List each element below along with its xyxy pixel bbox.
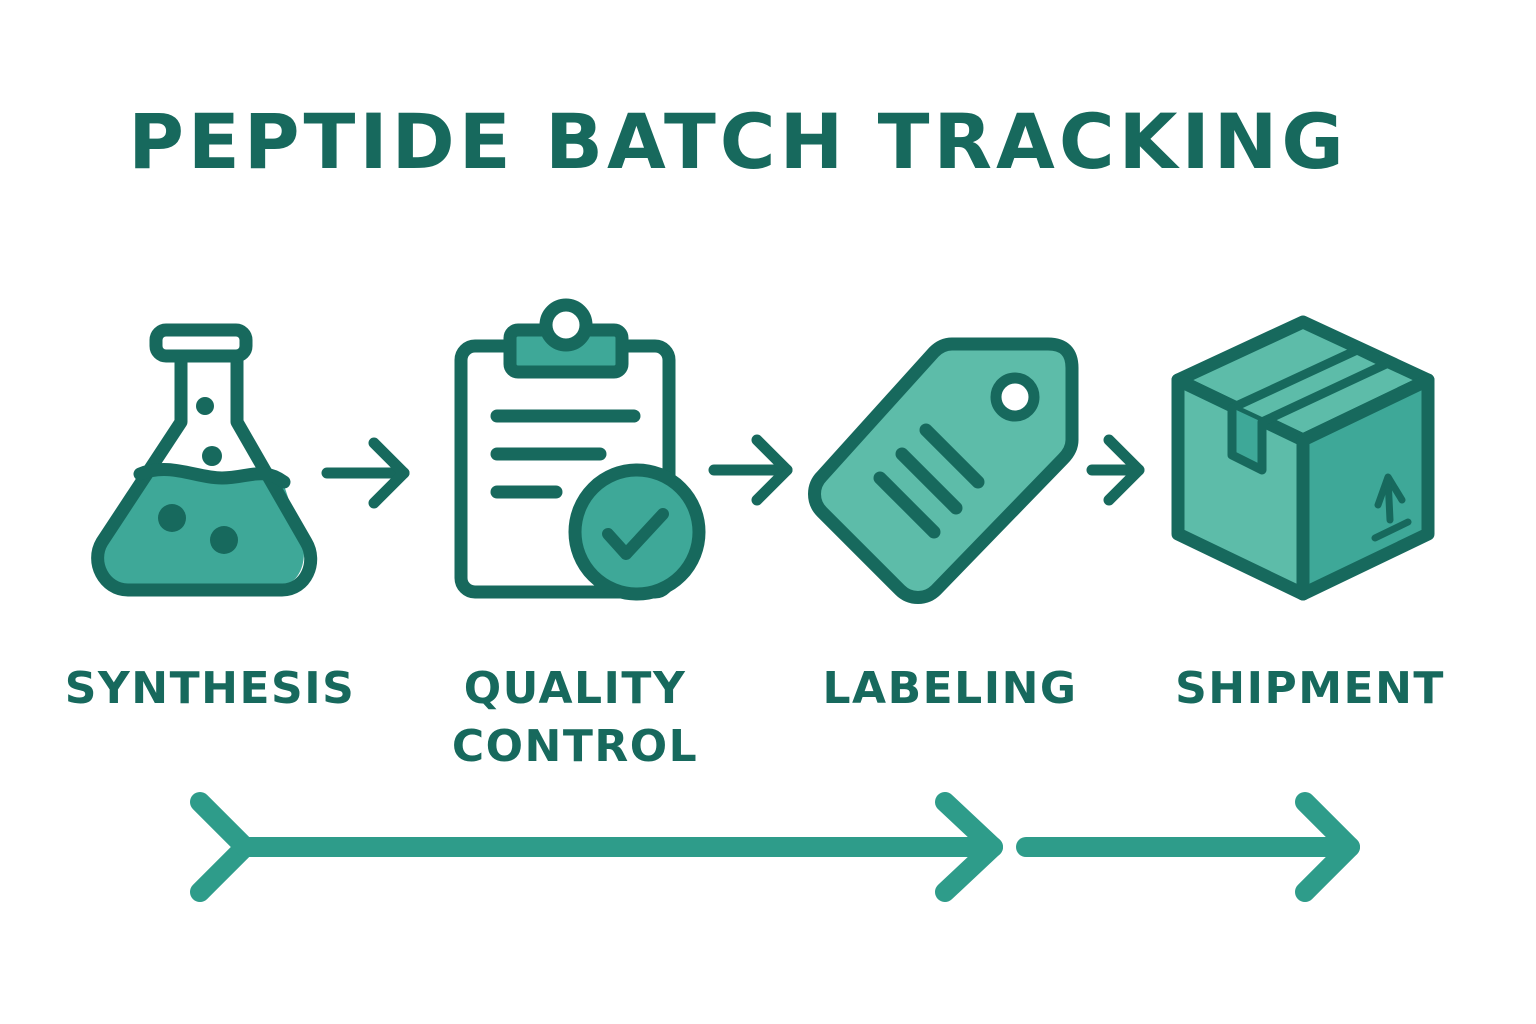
stage-label-synthesis: SYNTHESIS [64, 663, 356, 714]
small-arrow-2 [708, 434, 793, 506]
stage-label-shipment: SHIPMENT [1175, 663, 1445, 714]
flask-icon [91, 323, 318, 597]
small-arrow-3 [1086, 434, 1145, 506]
small-arrow-1 [321, 437, 410, 509]
stage-label-quality-control: QUALITY CONTROL [451, 663, 699, 772]
tag-icon [808, 337, 1079, 604]
diagram-title: PEPTIDE BATCH TRACKING [128, 97, 1348, 186]
stage-label-labeling: LABELING [822, 663, 1078, 714]
clipboard-check-icon [454, 298, 706, 601]
box-icon [1171, 315, 1435, 601]
bottom-flow-arrow-2 [1016, 792, 1360, 902]
bottom-flow-arrow-1 [190, 792, 1003, 902]
